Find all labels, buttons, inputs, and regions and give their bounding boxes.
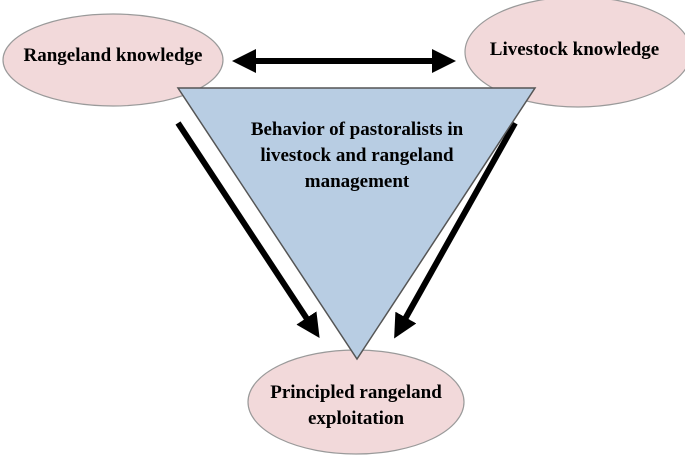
arrow-livestock-to-exploitation bbox=[394, 121, 518, 339]
principled-rangeland-exploitation-label: Principled rangeland exploitation bbox=[270, 382, 442, 429]
livestock-knowledge-label: Livestock knowledge bbox=[489, 39, 660, 60]
behavior-triangle bbox=[176, 87, 537, 361]
rangeland-knowledge-ellipse bbox=[2, 13, 224, 107]
rangeland-knowledge-label: Rangeland knowledge bbox=[23, 45, 203, 66]
arrow-rangeland-to-exploitation bbox=[175, 121, 320, 339]
livestock-knowledge-ellipse bbox=[464, 0, 685, 108]
behavior-of-pastoralists-label: Behavior of pastoralists in livestock an… bbox=[250, 119, 464, 193]
